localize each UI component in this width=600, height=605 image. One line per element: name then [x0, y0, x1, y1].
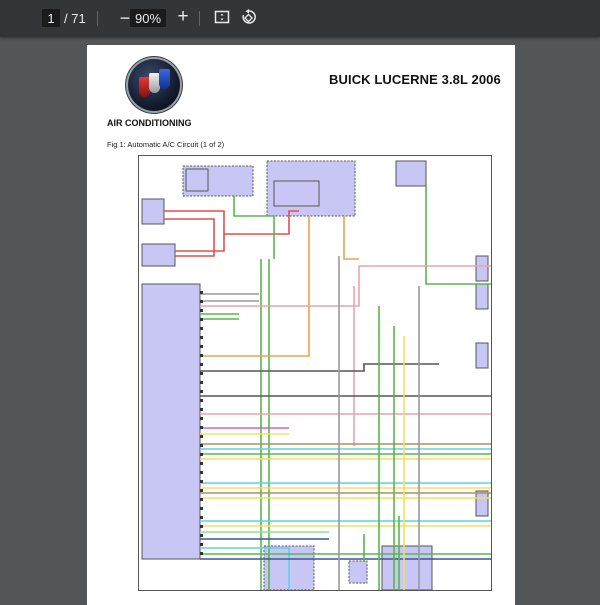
connector-pin	[200, 354, 203, 357]
connector-pin	[200, 417, 203, 420]
ignition-feed-wire	[343, 216, 359, 260]
document-title: BUICK LUCERNE 3.8L 2006	[329, 72, 501, 87]
zoom-in-button[interactable]: +	[177, 6, 189, 27]
connector-pin	[200, 336, 203, 339]
connector-pin	[200, 462, 203, 465]
ac-relay-box	[273, 180, 320, 207]
ambient-temp-sensor	[475, 342, 489, 369]
connector-pin	[200, 309, 203, 312]
connector-pin	[200, 498, 203, 501]
blower-motor-control-module	[141, 243, 176, 267]
connector-pin	[200, 525, 203, 528]
toolbar-divider	[97, 11, 98, 26]
hvac-control-module	[141, 283, 201, 560]
ground-wire	[200, 363, 439, 372]
connector-pin	[200, 543, 203, 546]
toolbar-divider	[199, 11, 200, 26]
connector-pin	[200, 327, 203, 330]
connector-pin	[200, 318, 203, 321]
connector-pin	[200, 426, 203, 429]
mode-feedback-wire	[200, 547, 290, 590]
buick-logo	[128, 59, 180, 111]
connector-pin	[200, 372, 203, 375]
relay-coil-box	[185, 168, 209, 192]
zoom-out-button[interactable]: −	[119, 7, 131, 28]
blower-feed-wire	[164, 210, 225, 252]
blue-shield-icon	[159, 69, 170, 89]
blower-ground-wire	[164, 218, 215, 257]
connector-pin	[200, 390, 203, 393]
connector-pin	[200, 345, 203, 348]
connector-pin	[200, 435, 203, 438]
blower-motor	[141, 198, 165, 225]
page-number-input[interactable]: 1	[42, 9, 60, 27]
page-total: / 71	[64, 10, 86, 26]
figure-caption: Fig 1: Automatic A/C Circuit (1 of 2)	[107, 140, 225, 149]
connector-pin	[200, 507, 203, 510]
battery-feed-wire	[200, 216, 310, 357]
fit-to-page-icon	[214, 10, 230, 24]
pink-circuit-wire	[200, 265, 491, 307]
white-shield-icon	[149, 73, 160, 93]
connector-pin	[200, 489, 203, 492]
pdf-toolbar: 1 / 71 − 90% +	[0, 0, 600, 37]
recirculation-actuator	[381, 545, 433, 590]
connector-pin	[200, 399, 203, 402]
connector-pin	[200, 552, 203, 555]
wiring-schematic	[141, 160, 491, 590]
duct-temp-sensor	[475, 490, 489, 517]
relay-control-wire	[233, 196, 275, 259]
connector-pin	[200, 300, 203, 303]
connector-pin	[200, 471, 203, 474]
connector-pin	[200, 534, 203, 537]
temp-sensor-middle	[475, 283, 489, 310]
relay-feed-wire	[224, 210, 299, 235]
connector-pin	[200, 291, 203, 294]
rotate-icon	[242, 9, 256, 24]
compressor-clutch-wire	[425, 186, 491, 285]
connector-pin	[200, 444, 203, 447]
temp-sensor-upper	[475, 255, 489, 282]
connector-pin	[200, 381, 203, 384]
connector-pin	[200, 408, 203, 411]
rotate-button[interactable]	[240, 8, 258, 26]
red-shield-icon	[139, 77, 150, 97]
connector-pin	[200, 480, 203, 483]
pdf-page: BUICK LUCERNE 3.8L 2006 AIR CONDITIONING…	[87, 45, 515, 605]
section-heading: AIR CONDITIONING	[107, 118, 192, 128]
connector-pin	[200, 453, 203, 456]
fit-to-page-button[interactable]	[214, 9, 230, 25]
body-control-module	[348, 560, 368, 584]
zoom-level-input[interactable]: 90%	[130, 9, 166, 27]
connector-pin	[200, 363, 203, 366]
ac-compressor-clutch	[395, 160, 427, 187]
connector-pin	[200, 516, 203, 519]
wiring-diagram	[138, 155, 492, 591]
